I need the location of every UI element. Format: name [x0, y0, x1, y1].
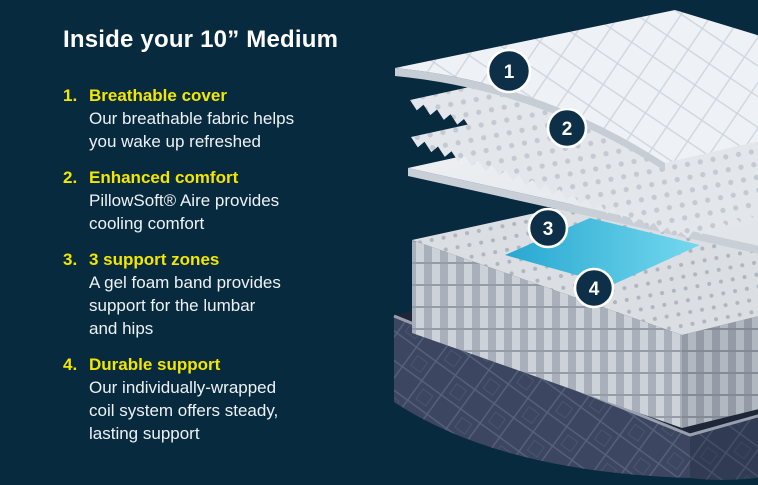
badge-1-number: 1 [504, 62, 515, 83]
cover-edge-band [395, 68, 665, 171]
item-4-body-line: lasting support [89, 424, 200, 443]
item-1-body-line: you wake up refreshed [89, 132, 261, 151]
badge-3-number: 3 [543, 219, 554, 240]
callout-badges: 1 2 3 4 [486, 48, 615, 309]
item-2-content: Enhanced comfort PillowSoft® Aire provid… [89, 166, 279, 235]
item-3-body-line: and hips [89, 319, 154, 338]
coil-right-shading [682, 316, 758, 428]
item-3-content: 3 support zones A gel foam band provides… [89, 248, 281, 340]
item-2-heading: Enhanced comfort [89, 168, 239, 187]
item-3-number: 3. [63, 250, 78, 269]
base-right-shading [690, 415, 758, 480]
item-3-heading: 3 support zones [89, 250, 220, 269]
coil-front-left-face [412, 240, 682, 428]
item-3-body-line: support for the lumbar [89, 296, 256, 315]
badge-2-number: 2 [562, 119, 573, 140]
item-4-number: 4. [63, 355, 78, 374]
item-3-body-line: A gel foam band provides [89, 273, 281, 292]
base-front-face [394, 316, 690, 478]
coil-front-right-face [682, 316, 758, 428]
base-right-face [690, 415, 758, 480]
item-1-body-line: Our breathable fabric helps [89, 109, 295, 128]
badge-3-circle [527, 207, 569, 249]
item-1-content: Breathable cover Our breathable fabric h… [89, 84, 294, 153]
item-4-content: Durable support Our individually-wrapped… [89, 353, 278, 445]
info-panel: Inside your 10” Medium 1. Breathable cov… [63, 26, 383, 458]
item-2-body-line: PillowSoft® Aire provides [89, 191, 280, 210]
foam-sheet-edge [408, 168, 758, 254]
list-item-4: 4. Durable support Our individually-wrap… [63, 353, 383, 445]
item-2-body-line: cooling comfort [89, 214, 205, 233]
item-1-heading: Breathable cover [89, 86, 227, 105]
cover-top-face [395, 10, 758, 163]
list-item-2: 2. Enhanced comfort PillowSoft® Aire pro… [63, 166, 383, 235]
list-item-3: 3. 3 support zones A gel foam band provi… [63, 248, 383, 340]
item-4-body-line: Our individually-wrapped [89, 378, 277, 397]
item-1-number: 1. [63, 86, 78, 105]
badge-1-circle [486, 48, 532, 94]
item-4-heading: Durable support [89, 355, 221, 374]
item-2-number: 2. [63, 168, 78, 187]
badge-4-circle [573, 267, 615, 309]
badge-2-circle [546, 107, 588, 149]
page-title: Inside your 10” Medium [63, 26, 339, 53]
badge-4-number: 4 [589, 279, 600, 300]
item-4-body-line: coil system offers steady, [89, 401, 279, 420]
breathable-cover-layer [395, 10, 758, 171]
list-item-1: 1. Breathable cover Our breathable fabri… [63, 84, 383, 153]
